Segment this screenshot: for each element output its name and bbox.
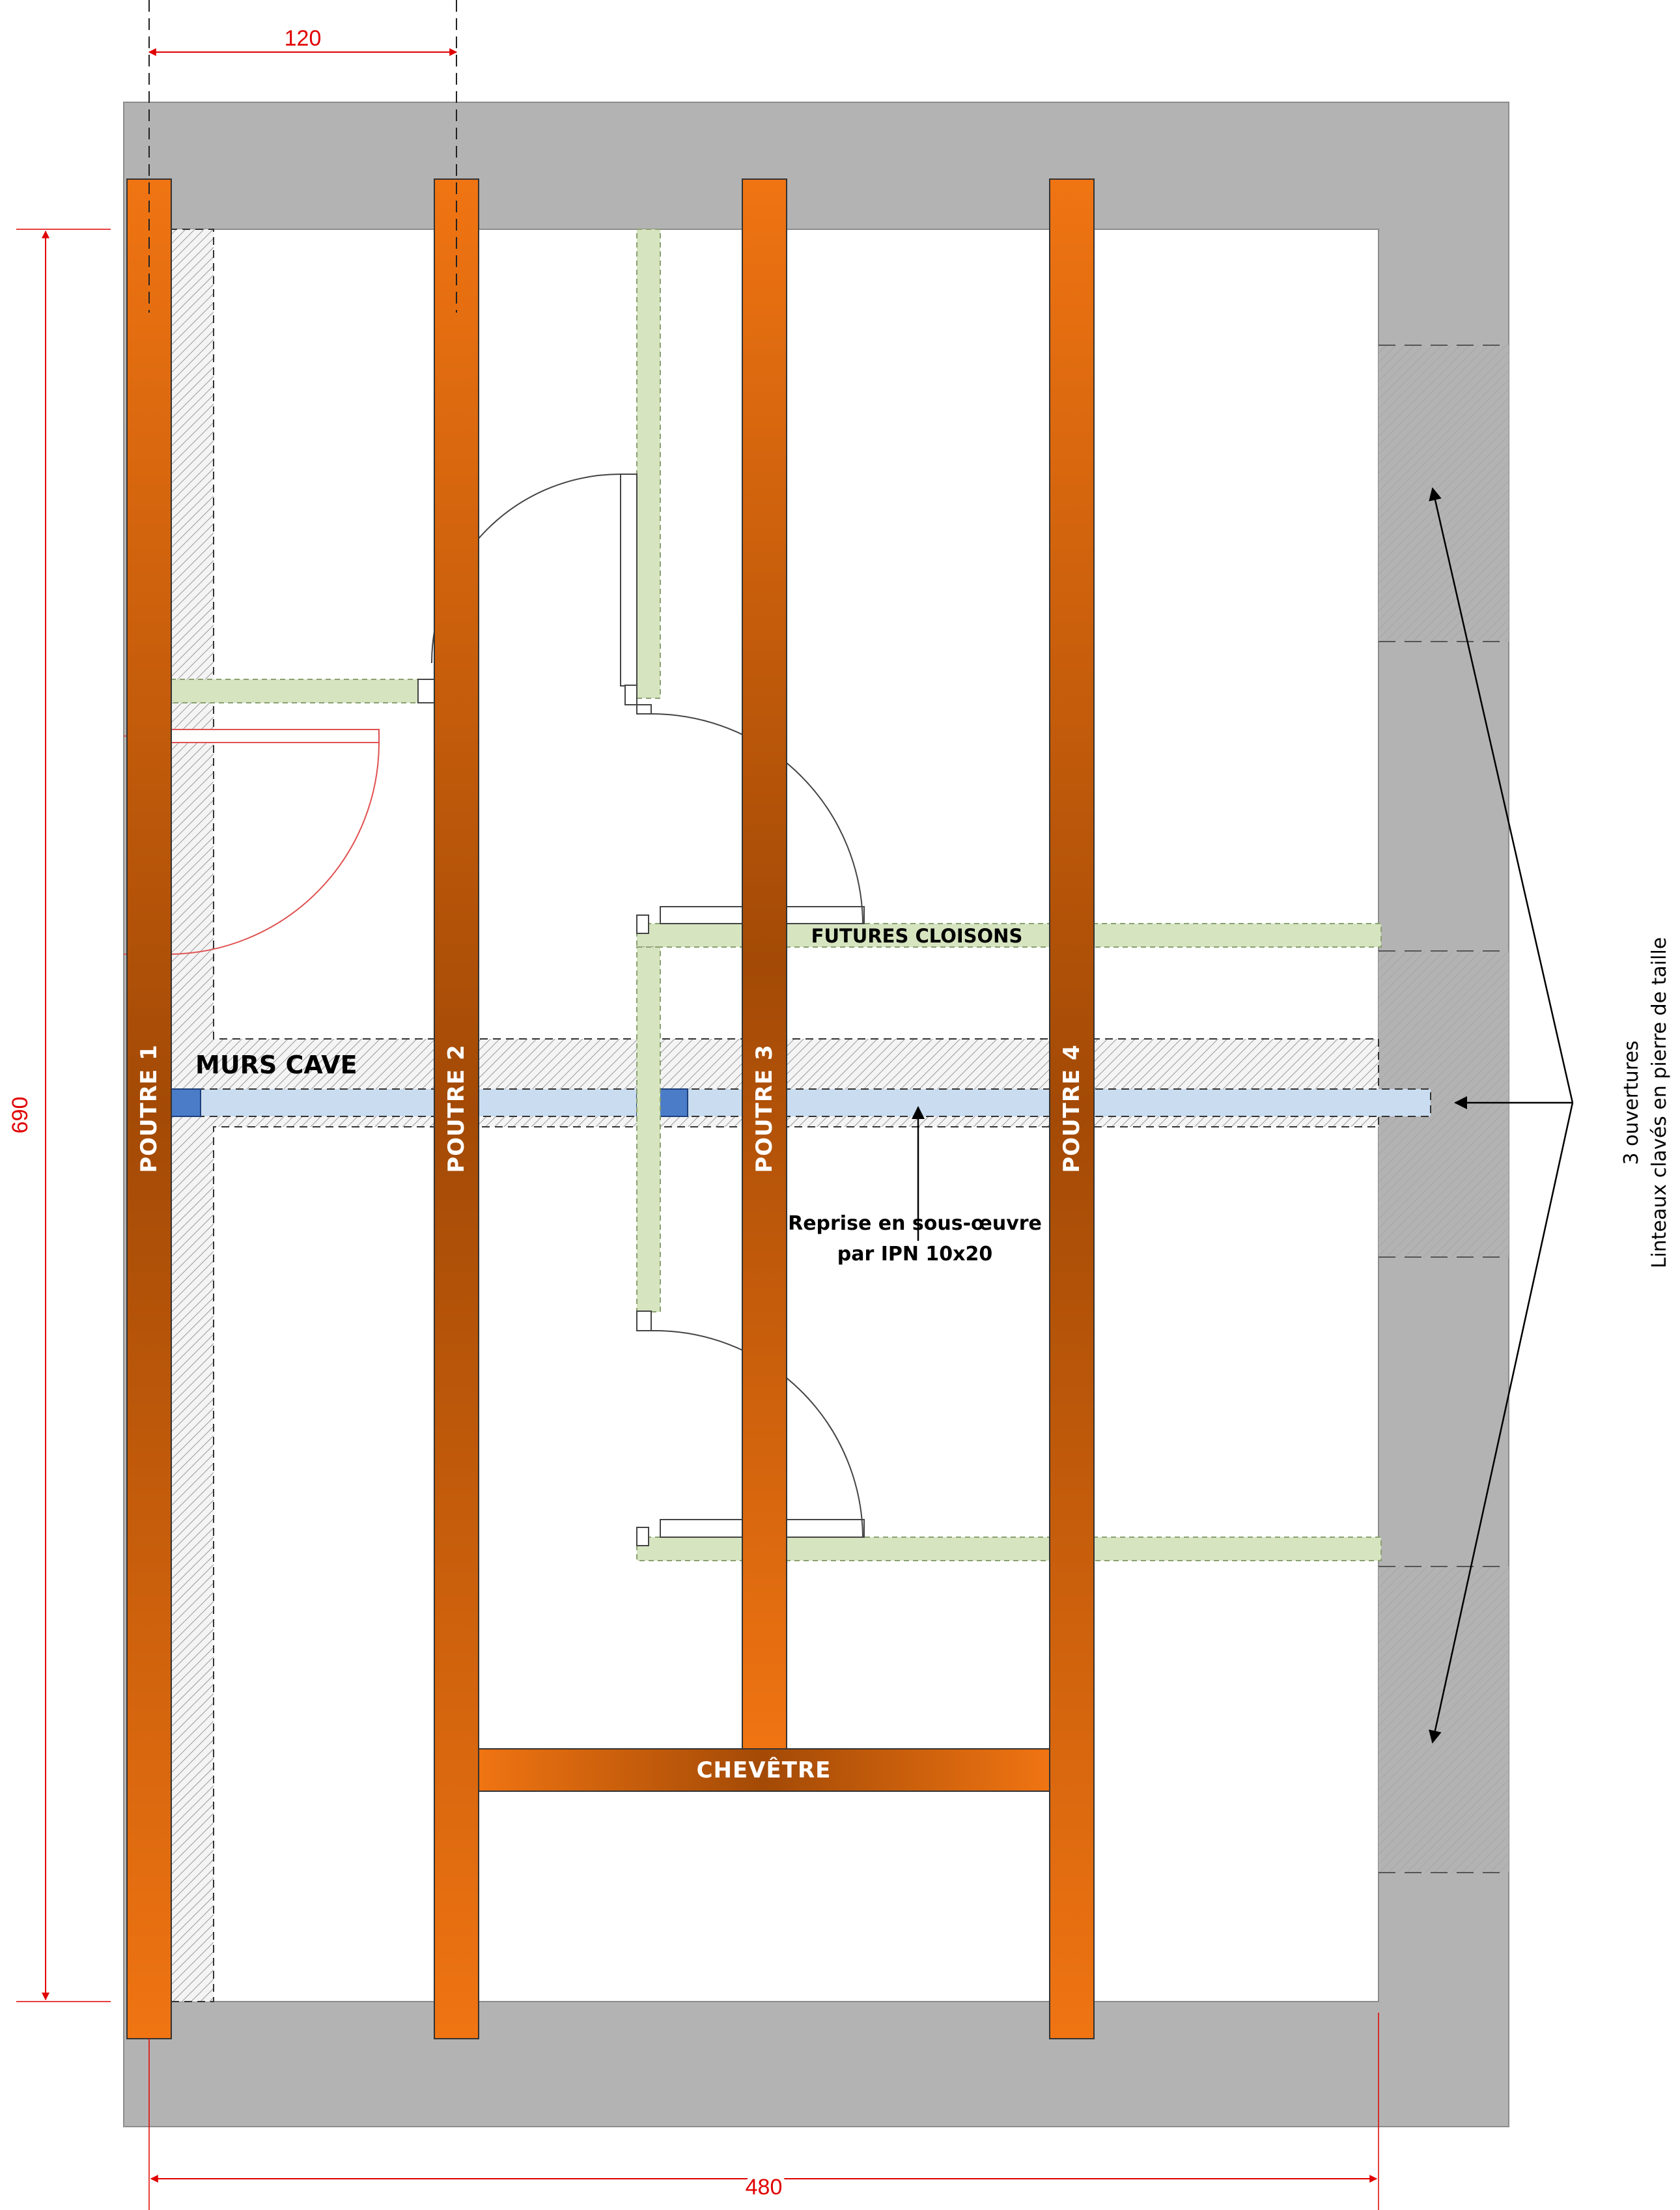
trimmer-beam: CHEVÊTRE [478, 1748, 1050, 1792]
dimension-height: 690 [8, 1097, 33, 1134]
ipn-underpinning [170, 1088, 1431, 1117]
cellar-walls-label: MURS CAVE [195, 1051, 357, 1079]
trimmer-label: CHEVÊTRE [697, 1757, 832, 1783]
beam-2: POUTRE 2 [434, 178, 479, 2039]
beam-1: POUTRE 1 [126, 178, 172, 2039]
beam-3-label: POUTRE 3 [751, 1044, 777, 1173]
annotations: MURS CAVE FUTURES CLOISONS Reprise en so… [195, 487, 1671, 1744]
beam-2-label: POUTRE 2 [443, 1044, 469, 1173]
dimension-top: 120 [285, 26, 322, 51]
beam-4: POUTRE 4 [1049, 178, 1095, 2039]
openings-label-line1: 3 ouvertures [1620, 1040, 1643, 1165]
beam-4-label: POUTRE 4 [1059, 1044, 1085, 1173]
opening-3 [1379, 1566, 1509, 1873]
openings-label-line2: Linteaux clavés en pierre de taille [1648, 937, 1671, 1269]
future-partitions-label: FUTURES CLOISONS [811, 925, 1023, 947]
beam-3: POUTRE 3 [742, 178, 787, 1750]
underpinning-label-line1: Reprise en sous-œuvre [788, 1212, 1042, 1235]
underpinning-label-line2: par IPN 10x20 [837, 1243, 993, 1266]
dimension-lines: 120 690 480 [8, 0, 1379, 2210]
opening-1 [1379, 345, 1509, 642]
dimension-width: 480 [746, 2175, 783, 2200]
beam-1-label: POUTRE 1 [136, 1044, 162, 1173]
ipn-support-left [170, 1088, 201, 1117]
beams: POUTRE 1 POUTRE 2 POUTRE 3 POUTRE 4 CHEV… [126, 178, 1095, 2039]
